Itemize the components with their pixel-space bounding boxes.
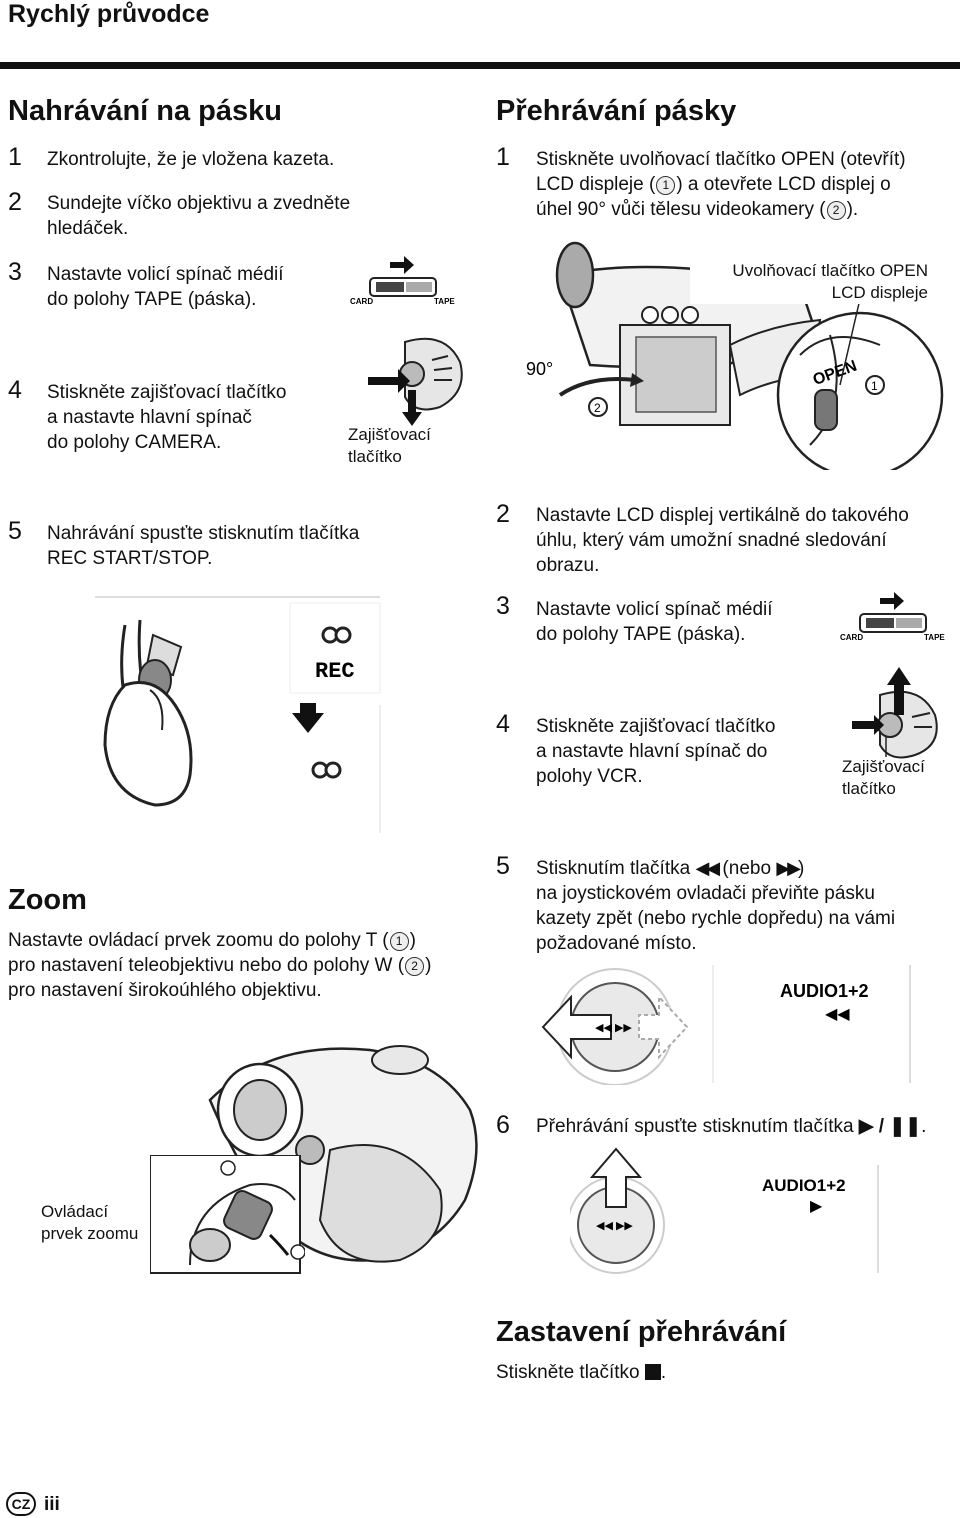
circle-2-icon: 2: [405, 957, 425, 976]
play-step-1-text: Stiskněte uvolňovací tlačítko OPEN (otev…: [536, 149, 906, 220]
stop-icon: [644, 1364, 661, 1380]
rec-step-2-number: 2: [8, 188, 22, 216]
zoom-lever-closeup: [150, 1155, 305, 1274]
page-header-title: Rychlý průvodce: [8, 0, 210, 28]
rec-step-1-text: Zkontrolujte, že je vložena kazeta.: [47, 149, 335, 170]
stop-instruction: Stiskněte tlačítko .: [496, 1362, 667, 1383]
play-step-6-text: Přehrávání spusťte stisknutím tlačítka ▶…: [536, 1116, 927, 1137]
svg-text:TAPE: TAPE: [924, 633, 945, 642]
rec-step-3-number: 3: [8, 258, 22, 286]
zoom-section-title: Zoom: [8, 884, 87, 916]
circle-1-icon: 1: [389, 932, 409, 951]
zoom-instructions: Nastavte ovládací prvek zoomu do polohy …: [8, 930, 432, 1001]
play-step-4-number: 4: [496, 710, 510, 738]
play-step-3-number: 3: [496, 592, 510, 620]
header-divider: [0, 62, 960, 69]
svg-text:◀◀ ▶▶: ◀◀ ▶▶: [595, 1022, 632, 1034]
rec-indicator-text: REC: [315, 659, 355, 684]
svg-text:1: 1: [871, 379, 878, 393]
lcd-angle-label: 90°: [526, 359, 553, 379]
lock-button-vcr-illustration: [852, 667, 938, 759]
joystick-play-illustration: ◀◀ ▶▶ AUDIO1+2 ▶: [570, 1147, 879, 1274]
play-step-5-text: Stisknutím tlačítka ◀◀ (nebo ▶▶) na joys…: [536, 858, 896, 954]
play-step-2-number: 2: [496, 500, 510, 528]
svg-text:▶: ▶: [810, 1198, 823, 1215]
playback-section-title: Přehrávání pásky: [496, 95, 737, 127]
media-switch-illustration: CARD TAPE: [350, 256, 455, 306]
switch-tape-label: TAPE: [434, 297, 455, 306]
play-step-5-number: 5: [496, 852, 510, 880]
language-badge: CZ: [6, 1492, 36, 1516]
play-step-1-number: 1: [496, 143, 510, 171]
svg-text:CARD: CARD: [840, 633, 863, 642]
lock-button-illustration: [368, 337, 463, 426]
rec-start-stop-illustration: REC: [95, 596, 381, 833]
rec-step-4-number: 4: [8, 376, 22, 404]
play-step-6-number: 6: [496, 1111, 510, 1139]
stop-section-title: Zastavení přehrávání: [496, 1316, 787, 1348]
circle-2-icon: 2: [826, 201, 846, 220]
audio-indicator-text: AUDIO1+2: [762, 1176, 846, 1195]
joystick-rewind-illustration: ◀◀ ▶▶ AUDIO1+2 ◀◀: [541, 965, 911, 1085]
lcd-open-illustration: 90° 2 OPEN 1: [526, 241, 944, 470]
play-step-2-text: Nastavte LCD displej vertikálně do takov…: [536, 505, 909, 576]
recording-section-title: Nahrávání na pásku: [8, 95, 282, 127]
audio-indicator-text: AUDIO1+2: [780, 981, 869, 1001]
svg-text:◀◀: ◀◀: [825, 1006, 850, 1023]
circle-1-icon: 1: [656, 176, 676, 195]
fast-forward-icon: ▶▶: [776, 858, 801, 878]
rewind-icon: ◀◀: [695, 858, 720, 878]
rec-step-1-number: 1: [8, 143, 22, 171]
svg-text:◀◀ ▶▶: ◀◀ ▶▶: [596, 1220, 633, 1232]
play-pause-icon: ▶ / ❚❚: [858, 1116, 922, 1137]
media-switch-illustration: CARD TAPE: [840, 592, 945, 642]
rec-step-5-number: 5: [8, 517, 22, 545]
svg-text:2: 2: [594, 401, 601, 415]
page-number: iii: [44, 1494, 60, 1515]
switch-card-label: CARD: [350, 297, 373, 306]
